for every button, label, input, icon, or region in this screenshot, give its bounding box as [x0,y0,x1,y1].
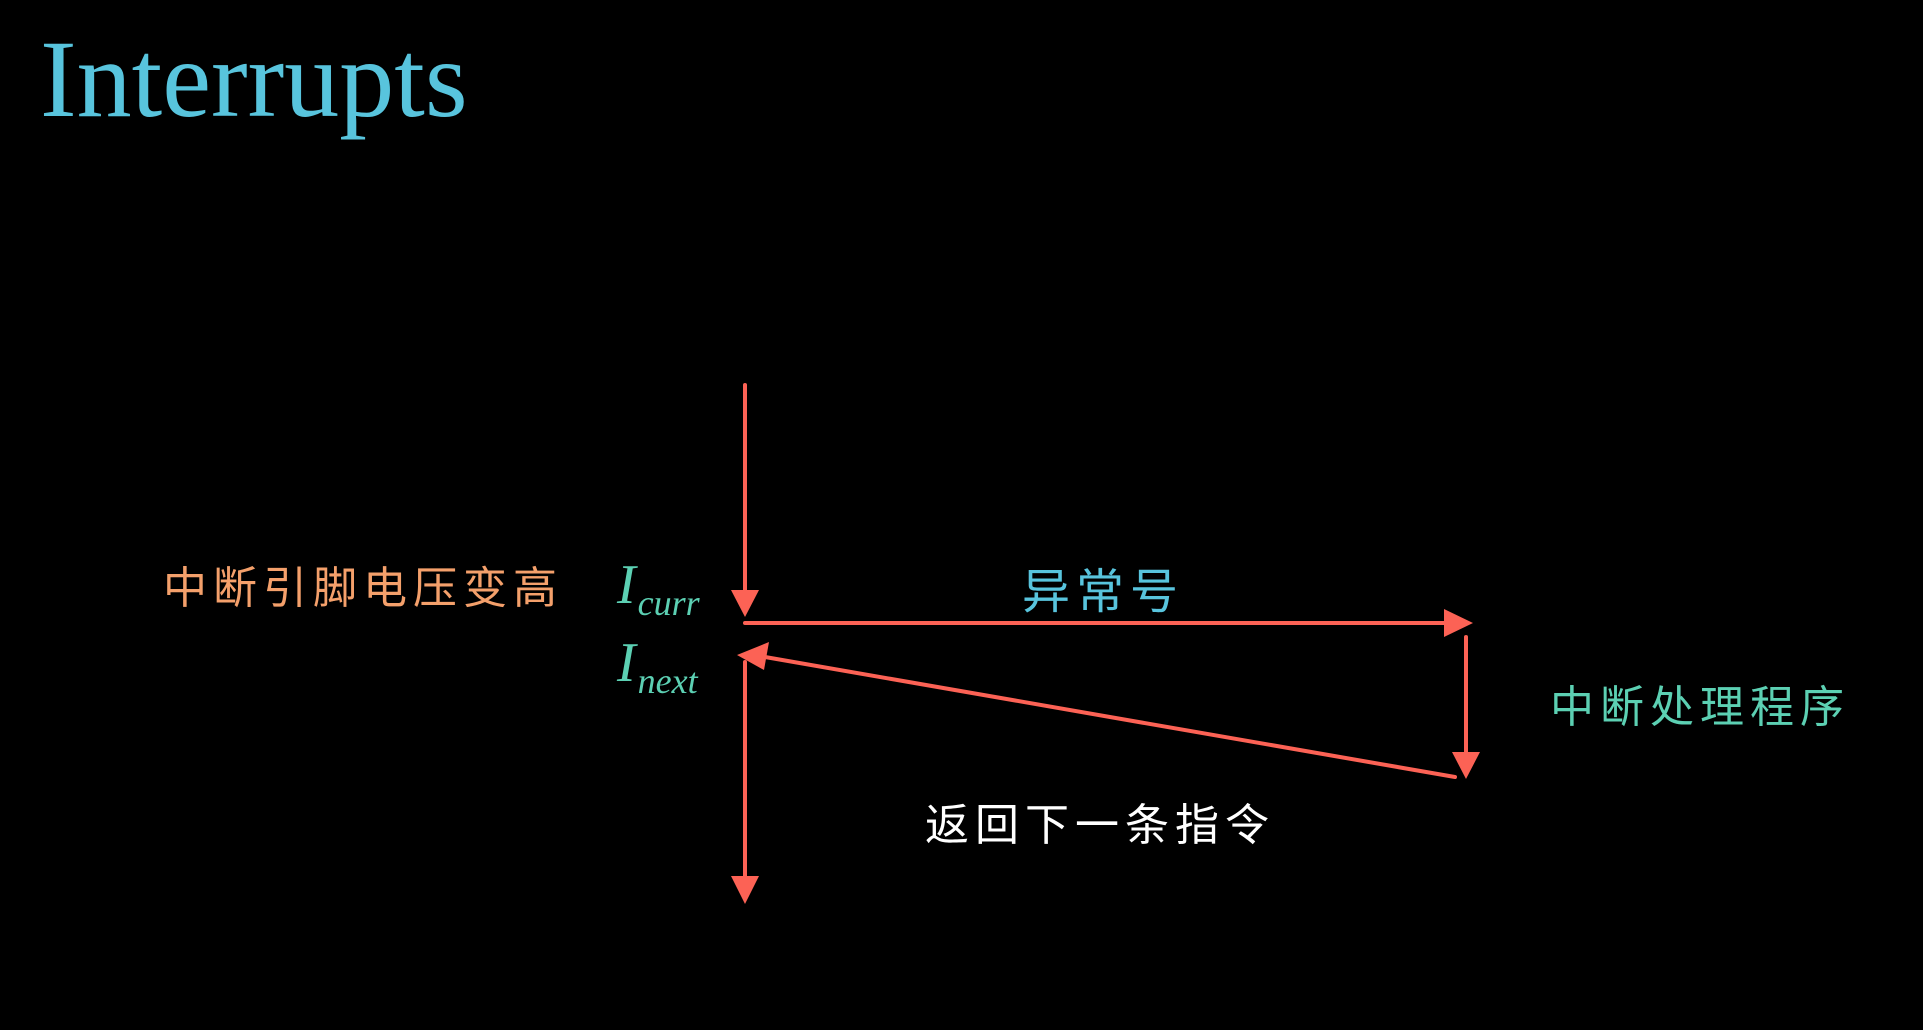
exception-number-label: 异常号 [1022,564,1185,620]
next-instruction-label: Inext [617,632,698,701]
slide-title: Interrupts [40,18,468,140]
next-instruction-subscript: next [637,661,698,701]
arrowhead-exception [1444,609,1473,637]
arrowhead-in [731,590,759,617]
current-instruction-base: I [617,554,636,616]
return-label: 返回下一条指令 [925,800,1275,851]
handler-label: 中断处理程序 [1550,682,1850,733]
arrowhead-out [731,876,759,904]
current-instruction-subscript: curr [637,583,700,623]
next-instruction-base: I [617,632,636,694]
arrowhead-handler [1452,752,1480,779]
return-arrow [763,655,1457,779]
arrowhead-return [737,642,769,670]
trigger-label: 中断引脚电压变高 [163,563,563,614]
current-instruction-label: Icurr [617,554,700,623]
